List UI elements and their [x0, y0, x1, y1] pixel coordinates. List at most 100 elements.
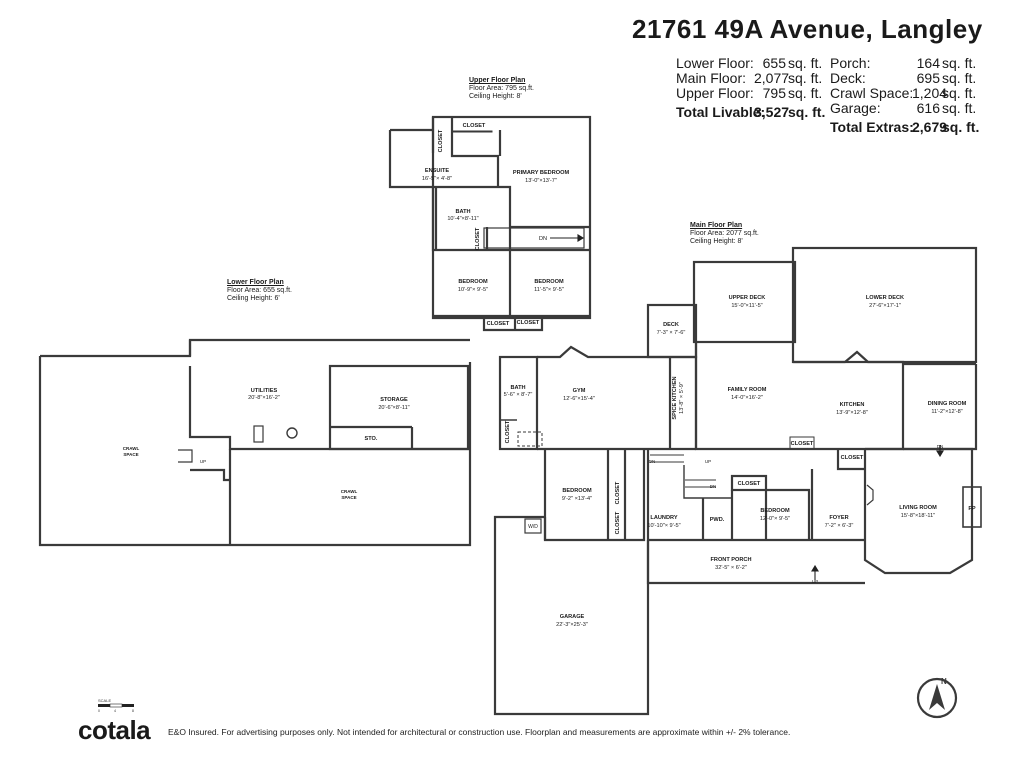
front-porch-label: FRONT PORCH	[710, 557, 751, 563]
crawl-space-label: SPACE	[123, 452, 138, 457]
closet-label: CLOSET	[505, 420, 511, 443]
laundry-dim: 10'-10"× 9'-5"	[647, 523, 680, 529]
area-value: 2,077	[754, 70, 790, 86]
area-label: Total Extras:	[830, 119, 914, 135]
area-summary-extras: Porch: 164 sq. ft. Deck: 695 sq. ft. Cra…	[830, 56, 979, 135]
closet-label: CLOSET	[463, 123, 486, 129]
disclaimer-text: E&O Insured. For advertising purposes on…	[168, 727, 791, 737]
area-label: Deck:	[830, 70, 866, 86]
closet-label: CLOSET	[517, 320, 540, 326]
closet-label: CLOSET	[615, 481, 621, 504]
area-row-upper: Upper Floor: 795 sq. ft.	[676, 86, 825, 101]
dining-room-dim: 11'-2"×12'-8"	[931, 409, 962, 415]
upper-plan-info: Upper Floor Plan Floor Area: 795 sq.ft. …	[469, 77, 534, 101]
area-row-main: Main Floor: 2,077 sq. ft.	[676, 71, 825, 86]
area-value: 655	[762, 55, 786, 71]
area-row-porch: Porch: 164 sq. ft.	[830, 56, 979, 71]
area-row-garage: Garage: 616 sq. ft.	[830, 101, 979, 116]
closet-label: CLOSET	[438, 129, 444, 152]
bedroom-dim: 9'-2" ×13'-4"	[562, 496, 592, 502]
main-floor-walls	[493, 246, 982, 716]
area-value: 164	[916, 55, 940, 71]
spice-kitchen-label: SPICE KITCHEN	[672, 376, 678, 419]
plan-heading: Upper Floor Plan	[469, 77, 526, 84]
area-unit: sq. ft.	[942, 119, 980, 135]
gym-dim: 12'-6"×15'-4"	[563, 396, 595, 402]
area-row-lower: Lower Floor: 655 sq. ft.	[676, 56, 825, 71]
bedroom-dim: 10'-9"× 9'-5"	[458, 287, 488, 293]
area-row-crawl: Crawl Space: 1,204 sq. ft.	[830, 86, 979, 101]
gym-label: GYM	[573, 388, 586, 394]
lower-floor-walls	[38, 338, 472, 547]
plan-area: Floor Area: 795 sq.ft.	[469, 85, 534, 92]
plan-heading: Main Floor Plan	[690, 222, 743, 229]
foyer-dim: 7'-2" × 6'-3"	[825, 523, 854, 529]
up-label: UP	[200, 459, 206, 464]
garage-label: GARAGE	[560, 614, 585, 620]
area-value: 1,204	[912, 85, 948, 101]
area-unit: sq. ft.	[788, 70, 823, 86]
upper-bath-label: BATH	[455, 209, 470, 215]
area-value: 795	[762, 85, 786, 101]
dining-room-label: DINING ROOM	[928, 401, 967, 407]
plan-ceiling: Ceiling Height: 6'	[227, 295, 280, 302]
ensuite-dim: 16'-5"× 4'-8"	[422, 176, 452, 182]
lower-plan-info: Lower Floor Plan Floor Area: 655 sq.ft. …	[227, 279, 292, 303]
foyer-label: FOYER	[829, 515, 848, 521]
kitchen-label: KITCHEN	[840, 402, 865, 408]
area-label: Lower Floor:	[676, 55, 754, 71]
up-label: UP	[705, 459, 711, 464]
lower-deck-dim: 27'-6"×17'-1"	[869, 303, 901, 309]
living-room-label: LIVING ROOM	[899, 505, 937, 511]
scale-tick: 8	[132, 709, 134, 713]
bedroom-label: BEDROOM	[534, 279, 564, 285]
dn-label: DN	[649, 459, 656, 464]
crawl-space-label: SPACE	[341, 495, 356, 500]
family-room-dim: 14'-0"×16'-2"	[731, 395, 763, 401]
utilities-label: UTILITIES	[251, 388, 278, 394]
area-row-deck: Deck: 695 sq. ft.	[830, 71, 979, 86]
upper-deck-label: UPPER DECK	[729, 295, 766, 301]
closet-label: CLOSET	[487, 321, 510, 327]
stair-arrows	[550, 234, 944, 580]
primary-bedroom-dim: 13'-0"×13'-7"	[525, 178, 557, 184]
area-value: 2,679	[912, 119, 948, 135]
area-unit: sq. ft.	[942, 70, 977, 86]
spice-kitchen-dim: 13'-8" × 5'-9"	[679, 382, 685, 414]
plan-area: Floor Area: 2077 sq.ft.	[690, 230, 759, 237]
kitchen-dim: 13'-9"×12'-8"	[836, 410, 868, 416]
bedroom-label: BEDROOM	[562, 488, 592, 494]
area-label: Garage:	[830, 100, 881, 116]
washer-dryer-label: W/D	[528, 524, 538, 530]
upper-deck-dim: 15'-0"×11'-5"	[731, 303, 762, 309]
ensuite-label: ENSUITE	[425, 168, 450, 174]
closet-label: CLOSET	[475, 227, 481, 250]
area-summary-livable: Lower Floor: 655 sq. ft. Main Floor: 2,0…	[676, 56, 825, 120]
room-labels: CLOSET CLOSET ENSUITE 16'-5"× 4'-8" PRIM…	[123, 123, 976, 628]
bedroom-label: BEDROOM	[760, 508, 790, 514]
main-plan-info: Main Floor Plan Floor Area: 2077 sq.ft. …	[690, 222, 759, 246]
deck-label: DECK	[663, 322, 679, 328]
main-bath-dim: 5'-6" × 8'-7"	[504, 392, 533, 398]
crawl-label: CRAWL	[123, 446, 140, 451]
property-address-title: 21761 49A Avenue, Langley	[632, 14, 983, 44]
area-label: Total Livable:	[676, 104, 766, 120]
area-label: Porch:	[830, 55, 871, 71]
storage-dim: 20'-6"×8'-11"	[378, 405, 409, 411]
plan-heading: Lower Floor Plan	[227, 279, 284, 286]
bedroom-label: BEDROOM	[458, 279, 488, 285]
plan-area: Floor Area: 655 sq.ft.	[227, 287, 292, 294]
area-label: Main Floor:	[676, 70, 747, 86]
sto-label: STO.	[365, 436, 378, 442]
dn-label: DN	[710, 484, 717, 489]
area-row-total-extras: Total Extras: 2,679 sq. ft.	[830, 120, 979, 135]
area-value: 616	[916, 100, 940, 116]
scale-bar: SCALE 0 4 8	[98, 698, 134, 713]
area-unit: sq. ft.	[788, 104, 826, 120]
main-bath-label: BATH	[510, 385, 525, 391]
scale-label: SCALE	[98, 698, 111, 703]
plan-ceiling: Ceiling Height: 8'	[690, 238, 743, 245]
compass-icon	[916, 677, 958, 719]
front-porch-dim: 32'-5" × 6'-2"	[715, 565, 747, 571]
